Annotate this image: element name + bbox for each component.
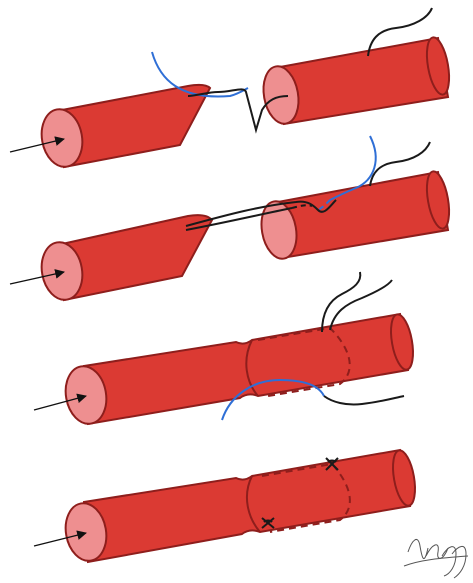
step-1-vessels-separated bbox=[10, 8, 453, 170]
right-vessel-1 bbox=[259, 36, 453, 127]
artist-signature bbox=[404, 539, 468, 578]
left-vessel-1 bbox=[37, 85, 210, 170]
step-4-sutures-tied bbox=[34, 449, 419, 564]
right-vessel-2 bbox=[257, 170, 453, 262]
joined-vessel-4 bbox=[61, 449, 418, 564]
joined-vessel-3 bbox=[61, 313, 416, 427]
left-vessel-2 bbox=[37, 215, 212, 303]
black-suture-3-lower bbox=[324, 396, 404, 405]
